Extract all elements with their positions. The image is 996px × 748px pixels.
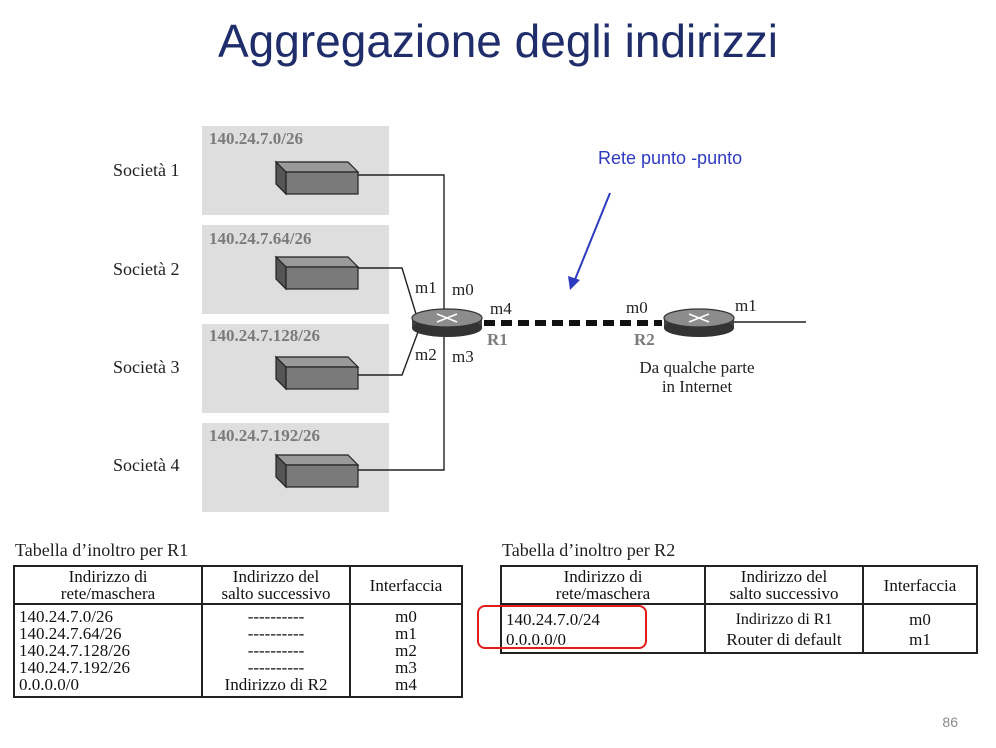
header-line: Indirizzo di (563, 567, 643, 586)
table-r2-header-interface: Interfaccia (862, 565, 978, 605)
network-label-4: 140.24.7.192/26 (209, 426, 320, 445)
table-r2-header-nexthop: Indirizzo del salto successivo (704, 565, 864, 605)
network-label-2: 140.24.7.64/26 (209, 229, 312, 248)
cell-network: 140.24.7.0/26 (13, 604, 203, 625)
device-icon-1 (274, 160, 360, 196)
company-label-4: Società 4 (113, 455, 180, 475)
header-line: salto successivo (729, 584, 839, 603)
forwarding-table-r1: Indirizzo di rete/maschera Indirizzo del… (13, 565, 463, 698)
table-r1-header-network: Indirizzo di rete/maschera (13, 565, 203, 605)
header-line: rete/maschera (60, 584, 156, 603)
table-r2-header-network: Indirizzo di rete/maschera (500, 565, 706, 605)
r1-iface-m2: m2 (415, 345, 437, 364)
table-row: 140.24.7.64/26 ---------- m1 (13, 625, 463, 642)
cell-nexthop: ---------- (201, 642, 351, 659)
network-label-3: 140.24.7.128/26 (209, 326, 320, 345)
cell-network: 140.24.7.192/26 (13, 659, 203, 676)
table-row: 140.24.7.0/24 Indirizzo di R1 m0 (500, 604, 978, 631)
cell-nexthop: ---------- (201, 604, 351, 625)
cell-nexthop: ---------- (201, 659, 351, 676)
device-icon-4 (274, 453, 360, 489)
device-icon-2 (274, 255, 360, 291)
router-r1-label: R1 (487, 330, 508, 349)
table-row: 140.24.7.0/26 ---------- m0 (13, 604, 463, 625)
header-line: Indirizzo del (232, 567, 320, 586)
table-r2-caption: Tabella d’inoltro per R2 (502, 540, 676, 560)
slide-title: Aggregazione degli indirizzi (218, 15, 778, 67)
router-r1-icon (411, 308, 483, 337)
table-row: 140.24.7.192/26 ---------- m3 (13, 659, 463, 676)
page-number: 86 (942, 714, 958, 730)
cell-nexthop: ---------- (201, 625, 351, 642)
point-to-point-annotation: Rete punto -punto (598, 148, 743, 168)
cell-interface: m3 (349, 659, 463, 676)
header-line: rete/maschera (555, 584, 651, 603)
cell-network: 140.24.7.64/26 (13, 625, 203, 642)
cell-nexthop: Indirizzo di R2 (201, 676, 351, 698)
r2-location-line-1: Da qualche parte (639, 358, 755, 377)
table-r2-header-row: Indirizzo di rete/maschera Indirizzo del… (500, 565, 978, 605)
cell-network: 0.0.0.0/0 (13, 676, 203, 698)
device-icon-3 (274, 355, 360, 391)
annotation-arrow (573, 192, 611, 283)
header-line: Indirizzo di (68, 567, 148, 586)
cell-interface: m0 (862, 604, 978, 631)
company-label-2: Società 2 (113, 259, 180, 279)
cell-interface: m2 (349, 642, 463, 659)
r2-iface-m1: m1 (735, 296, 757, 315)
link-societa-3 (358, 331, 419, 376)
table-row: 0.0.0.0/0 Indirizzo di R2 m4 (13, 676, 463, 698)
cell-nexthop: Router di default (704, 631, 864, 654)
table-r1-header-interface: Interfaccia (349, 565, 463, 605)
r1-iface-m0: m0 (452, 280, 474, 299)
aggregated-route-highlight (477, 605, 647, 649)
router-r2-icon (663, 308, 735, 337)
r2-location-note: Da qualche parte in Internet (612, 358, 782, 396)
table-r1-header-row: Indirizzo di rete/maschera Indirizzo del… (13, 565, 463, 605)
link-societa-1 (358, 174, 445, 314)
cell-interface: m0 (349, 604, 463, 625)
table-r1-caption: Tabella d’inoltro per R1 (15, 540, 189, 560)
header-line: Indirizzo del (740, 567, 828, 586)
header-line: salto successivo (221, 584, 331, 603)
cell-interface: m1 (862, 631, 978, 654)
r2-iface-m0: m0 (626, 298, 648, 317)
cell-interface: m1 (349, 625, 463, 642)
cell-interface: m4 (349, 676, 463, 698)
company-label-3: Società 3 (113, 357, 180, 377)
cell-network: 140.24.7.128/26 (13, 642, 203, 659)
link-societa-4 (358, 334, 445, 471)
link-societa-2 (358, 267, 417, 315)
r1-iface-m3: m3 (452, 347, 474, 366)
cell-nexthop: Indirizzo di R1 (704, 604, 864, 631)
company-label-1: Società 1 (113, 160, 180, 180)
network-label-1: 140.24.7.0/26 (209, 129, 303, 148)
annotation-arrow-head (568, 276, 580, 290)
table-r1-header-nexthop: Indirizzo del salto successivo (201, 565, 351, 605)
r1-iface-m4: m4 (490, 299, 512, 318)
cell-network: 140.24.7.0/24 (500, 604, 706, 631)
r1-iface-m1: m1 (415, 278, 437, 297)
table-row: 140.24.7.128/26 ---------- m2 (13, 642, 463, 659)
r2-location-line-2: in Internet (661, 377, 733, 396)
router-r2-label: R2 (634, 330, 655, 349)
